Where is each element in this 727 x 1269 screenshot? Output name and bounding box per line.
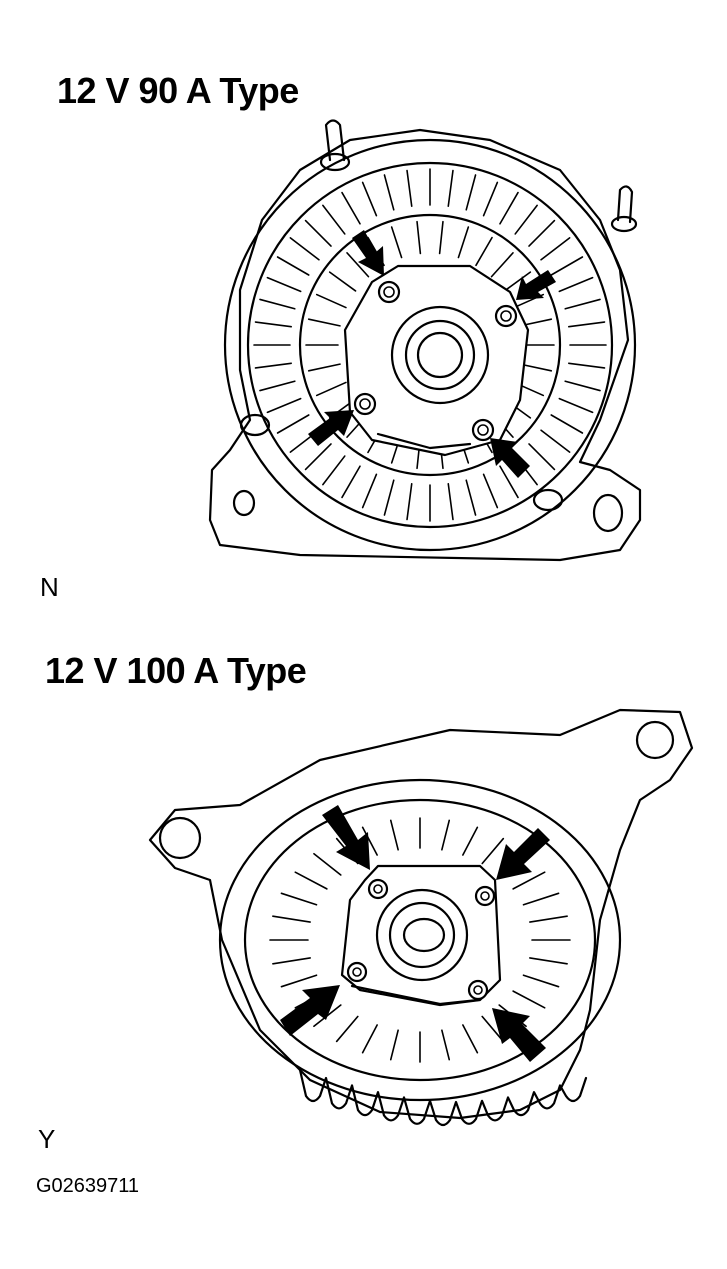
mount-hole-right bbox=[592, 493, 624, 533]
plate-bolts bbox=[353, 280, 518, 442]
bolt-bottom-right bbox=[471, 418, 495, 442]
inner-shell-b bbox=[243, 798, 597, 1082]
fan-ring bbox=[298, 213, 562, 477]
plate-edge-b bbox=[350, 984, 480, 1006]
housing-outline-b bbox=[148, 708, 694, 1120]
figure-a-title: 12 V 90 A Type bbox=[57, 70, 299, 111]
arrow-icon bbox=[490, 438, 530, 478]
figure-a-mark: N bbox=[40, 572, 59, 602]
inner-ring bbox=[246, 161, 614, 529]
arrows-100a bbox=[280, 805, 550, 1062]
rear-plate bbox=[343, 264, 530, 457]
arrow-icon bbox=[308, 410, 354, 446]
arrow-icon bbox=[516, 270, 556, 300]
mount-hole-left bbox=[232, 489, 256, 517]
figure-b-title: 12 V 100 A Type bbox=[45, 650, 307, 691]
arrows-90a bbox=[308, 230, 556, 478]
arrow-icon bbox=[492, 1008, 546, 1062]
cooling-fins bbox=[298, 1068, 588, 1127]
lug-hole-left bbox=[158, 816, 202, 860]
bolt-bottom-left bbox=[353, 392, 377, 416]
outer-shell-b bbox=[218, 778, 622, 1102]
fan-slots bbox=[269, 817, 571, 1063]
studs bbox=[239, 119, 638, 512]
arrow-icon bbox=[496, 828, 550, 880]
arrow-icon bbox=[280, 985, 340, 1036]
plate-edge bbox=[376, 432, 472, 450]
bearing-inner-b bbox=[402, 917, 446, 953]
arrow-icon bbox=[322, 805, 370, 870]
plate-bolts-b bbox=[346, 878, 496, 1001]
bearing-inner bbox=[416, 331, 464, 379]
bearing-middle-b bbox=[388, 901, 456, 969]
figure-b-mark: Y bbox=[38, 1124, 56, 1154]
bolt-top-left bbox=[377, 280, 401, 304]
outer-ring bbox=[223, 138, 637, 552]
bearing-outer bbox=[390, 305, 490, 405]
lug-hole-right bbox=[635, 720, 675, 760]
figure-code: G02639711 bbox=[36, 1175, 140, 1197]
bolt-top-right bbox=[494, 304, 518, 328]
arrow-icon bbox=[352, 230, 384, 276]
bearing-outer-b bbox=[375, 888, 469, 982]
housing-outline bbox=[208, 128, 642, 562]
bearing-middle bbox=[404, 319, 476, 391]
rear-plate-b bbox=[340, 864, 502, 1007]
